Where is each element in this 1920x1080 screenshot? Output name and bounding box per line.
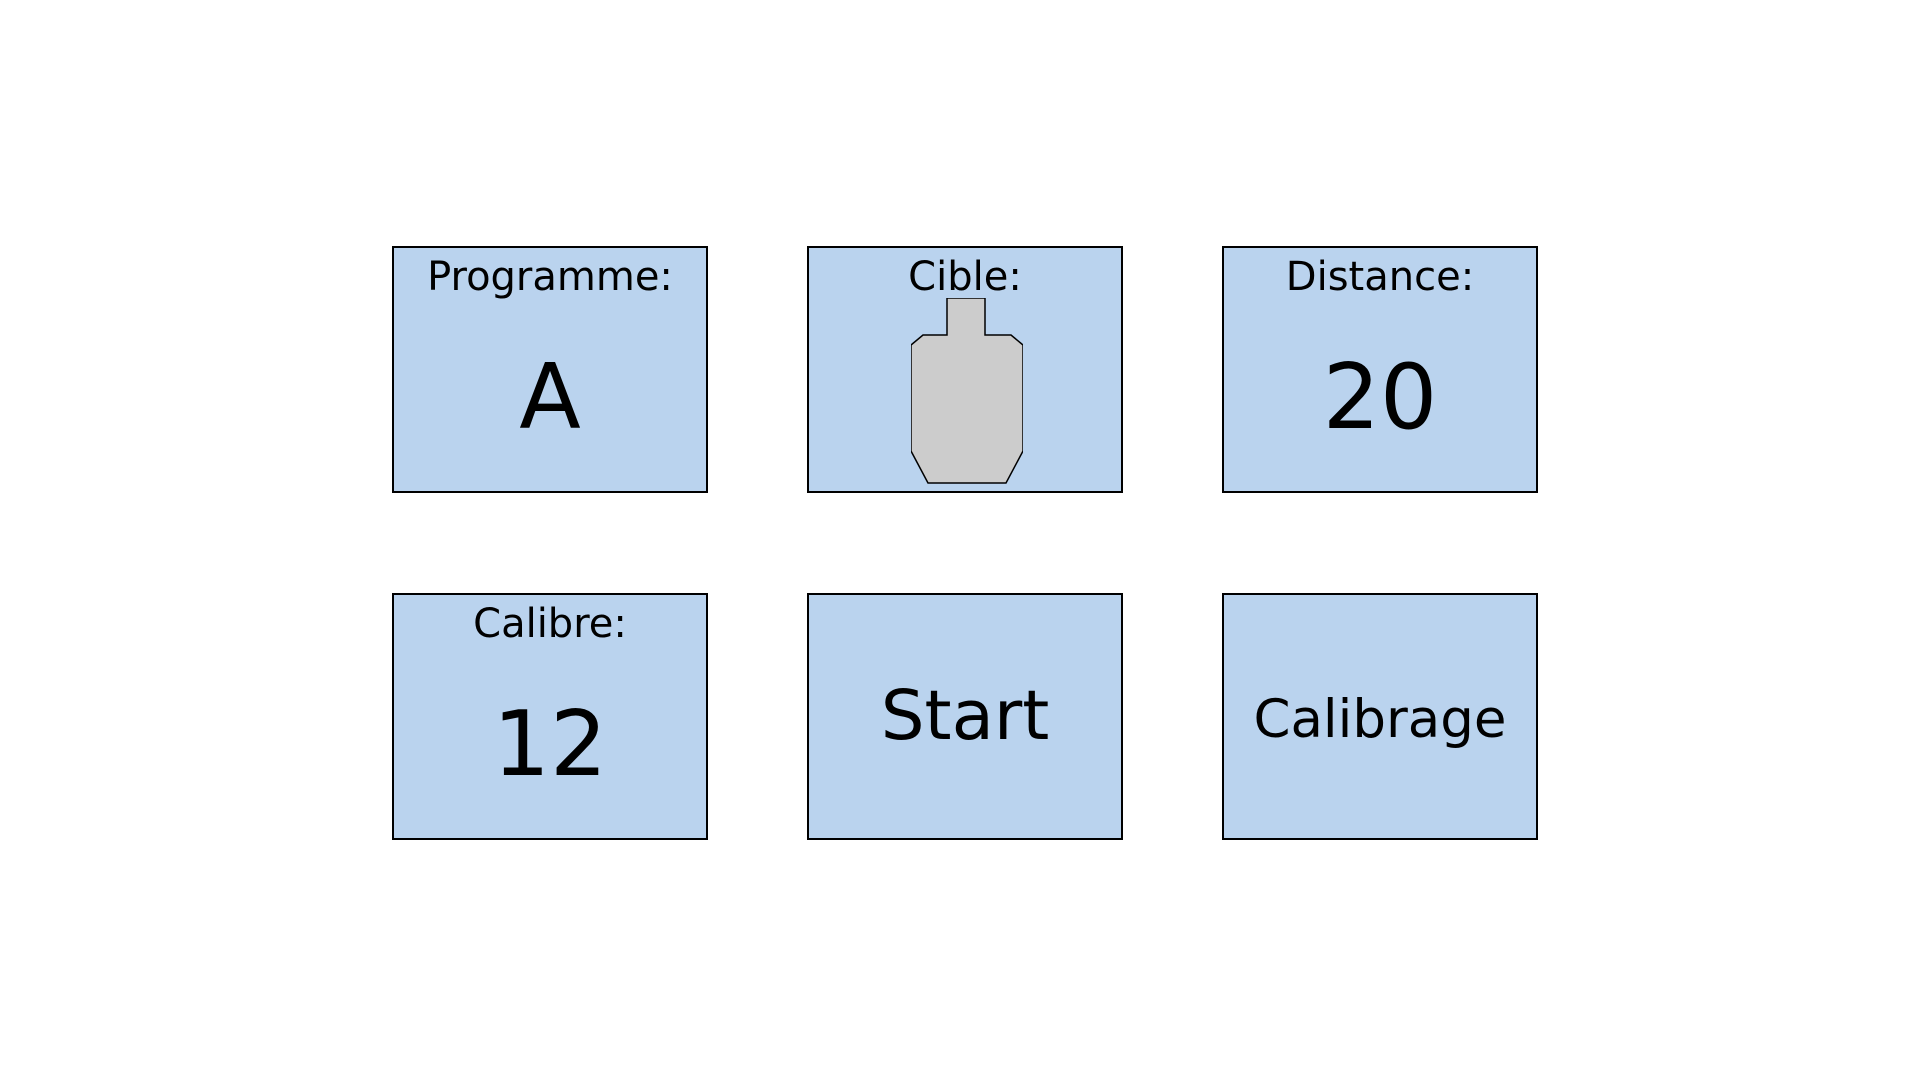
programme-tile[interactable]: Programme: A <box>392 246 708 493</box>
calibre-tile[interactable]: Calibre: 12 <box>392 593 708 840</box>
cible-tile[interactable]: Cible: <box>807 246 1123 493</box>
silhouette-target-icon <box>911 298 1023 484</box>
programme-label: Programme: <box>427 254 673 300</box>
calibrage-button[interactable]: Calibrage <box>1222 593 1538 840</box>
calibrage-button-label: Calibrage <box>1253 689 1507 750</box>
distance-label: Distance: <box>1285 254 1475 300</box>
calibre-label: Calibre: <box>473 601 627 647</box>
start-button[interactable]: Start <box>807 593 1123 840</box>
cible-label: Cible: <box>908 254 1022 300</box>
programme-value: A <box>519 345 581 450</box>
calibre-value: 12 <box>492 692 608 797</box>
distance-tile[interactable]: Distance: 20 <box>1222 246 1538 493</box>
distance-value: 20 <box>1322 345 1438 450</box>
start-button-label: Start <box>880 676 1050 756</box>
